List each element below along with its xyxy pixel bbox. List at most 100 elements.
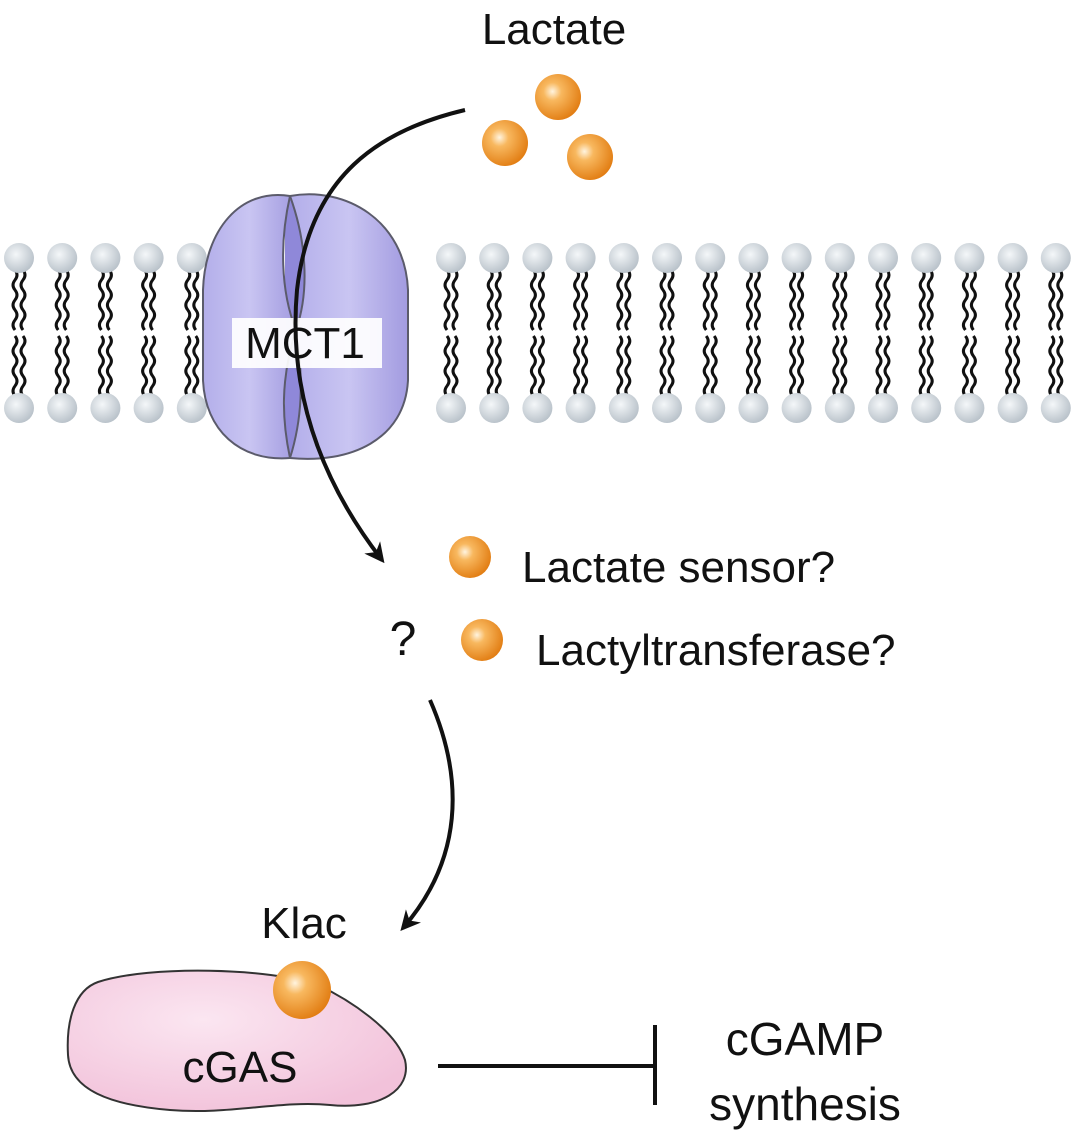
lipid-tail [1048, 269, 1056, 331]
lipid-head-icon [608, 393, 639, 423]
lipid-tail [926, 269, 934, 331]
lipid-tail [753, 335, 761, 397]
lipid-tail [1013, 335, 1021, 397]
lipid-head-icon [781, 393, 812, 423]
lipid-head-icon [652, 393, 682, 423]
lipid-tail [1005, 335, 1013, 397]
lipid-tail [149, 335, 157, 397]
extracellular-lactate: Lactate [482, 5, 626, 180]
lipid-tail [443, 335, 451, 397]
mct1-transporter: MCT1 [202, 193, 409, 460]
lipid-head-icon [1040, 393, 1071, 423]
lipid-head-icon [954, 243, 985, 273]
lipid-tail [62, 269, 70, 331]
lipid-tail [62, 335, 70, 397]
lipid-tail [581, 269, 589, 331]
lipid-head-icon [436, 393, 466, 423]
lipid-tail [11, 335, 19, 397]
lipid-tail [486, 269, 494, 331]
mct1-label-backdrop [232, 318, 382, 368]
lipid-tail [184, 335, 192, 397]
lipid-tail [1005, 269, 1013, 331]
lactate-molecule-icon [535, 74, 581, 120]
lipid-head-icon [652, 243, 682, 273]
lipid-tail [745, 269, 753, 331]
lipid-head-icon [90, 243, 121, 273]
lipid-tail [745, 335, 753, 397]
lipid-head-icon [90, 393, 121, 423]
lipid-tail [1056, 269, 1064, 331]
lipid-tail [105, 335, 113, 397]
lipid-head-icon [997, 243, 1028, 273]
lipid-head-icon [868, 393, 898, 423]
lipid-head-icon [781, 243, 812, 273]
lipid-head-icon [133, 243, 164, 273]
lipid-tail [451, 335, 459, 397]
lipid-head-icon [4, 243, 34, 273]
lactate-import-arrow [293, 108, 466, 564]
lipid-tail [443, 269, 451, 331]
lipid-head-icon [824, 393, 855, 423]
lipid-tail [667, 269, 675, 331]
lipid-tail [451, 269, 459, 331]
cgas-label: cGAS [183, 1043, 298, 1092]
lipid-head-icon [997, 393, 1028, 423]
lipid-head-icon [176, 393, 207, 423]
lipid-tail [832, 335, 840, 397]
lactylation-arrow [400, 699, 455, 932]
inhibition-symbol [438, 1025, 657, 1105]
lipid-tail [97, 335, 105, 397]
lipid-tail [659, 335, 667, 397]
lipid-head-icon [954, 393, 985, 423]
lipid-head-icon [479, 393, 510, 423]
cgamp-label: cGAMP [726, 1013, 884, 1065]
lipid-head-icon [1040, 243, 1071, 273]
lipid-tail [581, 335, 589, 397]
lipid-tail [840, 269, 848, 331]
lipid-head-icon [608, 243, 639, 273]
lipid-head-icon [565, 243, 596, 273]
lipid-tail [1013, 269, 1021, 331]
lipid-tail [840, 335, 848, 397]
lipid-head-icon [868, 243, 898, 273]
lipid-tail [710, 269, 718, 331]
lipid-tail [797, 269, 805, 331]
lipid-head-icon [522, 393, 553, 423]
lipid-tail [918, 335, 926, 397]
lipid-tail [883, 335, 891, 397]
lipid-tail [789, 335, 797, 397]
lipid-tail [624, 269, 632, 331]
lipid-tail [753, 269, 761, 331]
lipid-tail [918, 269, 926, 331]
lipid-head-icon [133, 393, 164, 423]
lipid-tail [573, 335, 581, 397]
lipid-tail [961, 335, 969, 397]
lipid-tail [616, 269, 624, 331]
lipid-tail [573, 269, 581, 331]
lipid-tail [141, 335, 149, 397]
klac-lactyl-sphere-icon [273, 961, 331, 1019]
lipid-head-icon [479, 243, 510, 273]
lipid-tail [537, 335, 545, 397]
lipid-tail [19, 269, 27, 331]
lipid-tail [141, 269, 149, 331]
lipid-tail [529, 269, 537, 331]
lipid-tail [486, 335, 494, 397]
lipid-head-icon [4, 393, 34, 423]
lipid-tail [97, 269, 105, 331]
lipid-head-icon [695, 243, 726, 273]
cgamp-synthesis: cGAMP synthesis [709, 1013, 901, 1130]
lipid-tail [926, 335, 934, 397]
lipid-tail [702, 335, 710, 397]
lipid-head-icon [436, 243, 466, 273]
lipid-tail [192, 269, 200, 331]
klac-label: Klac [261, 899, 347, 948]
lipid-tail [667, 335, 675, 397]
cgas-enzyme: cGAS Klac [66, 899, 407, 1113]
lipid-head-icon [522, 243, 553, 273]
lipid-head-icon [47, 243, 78, 273]
lipid-tail [54, 335, 62, 397]
lipid-tail [19, 335, 27, 397]
lipid-tail [537, 269, 545, 331]
